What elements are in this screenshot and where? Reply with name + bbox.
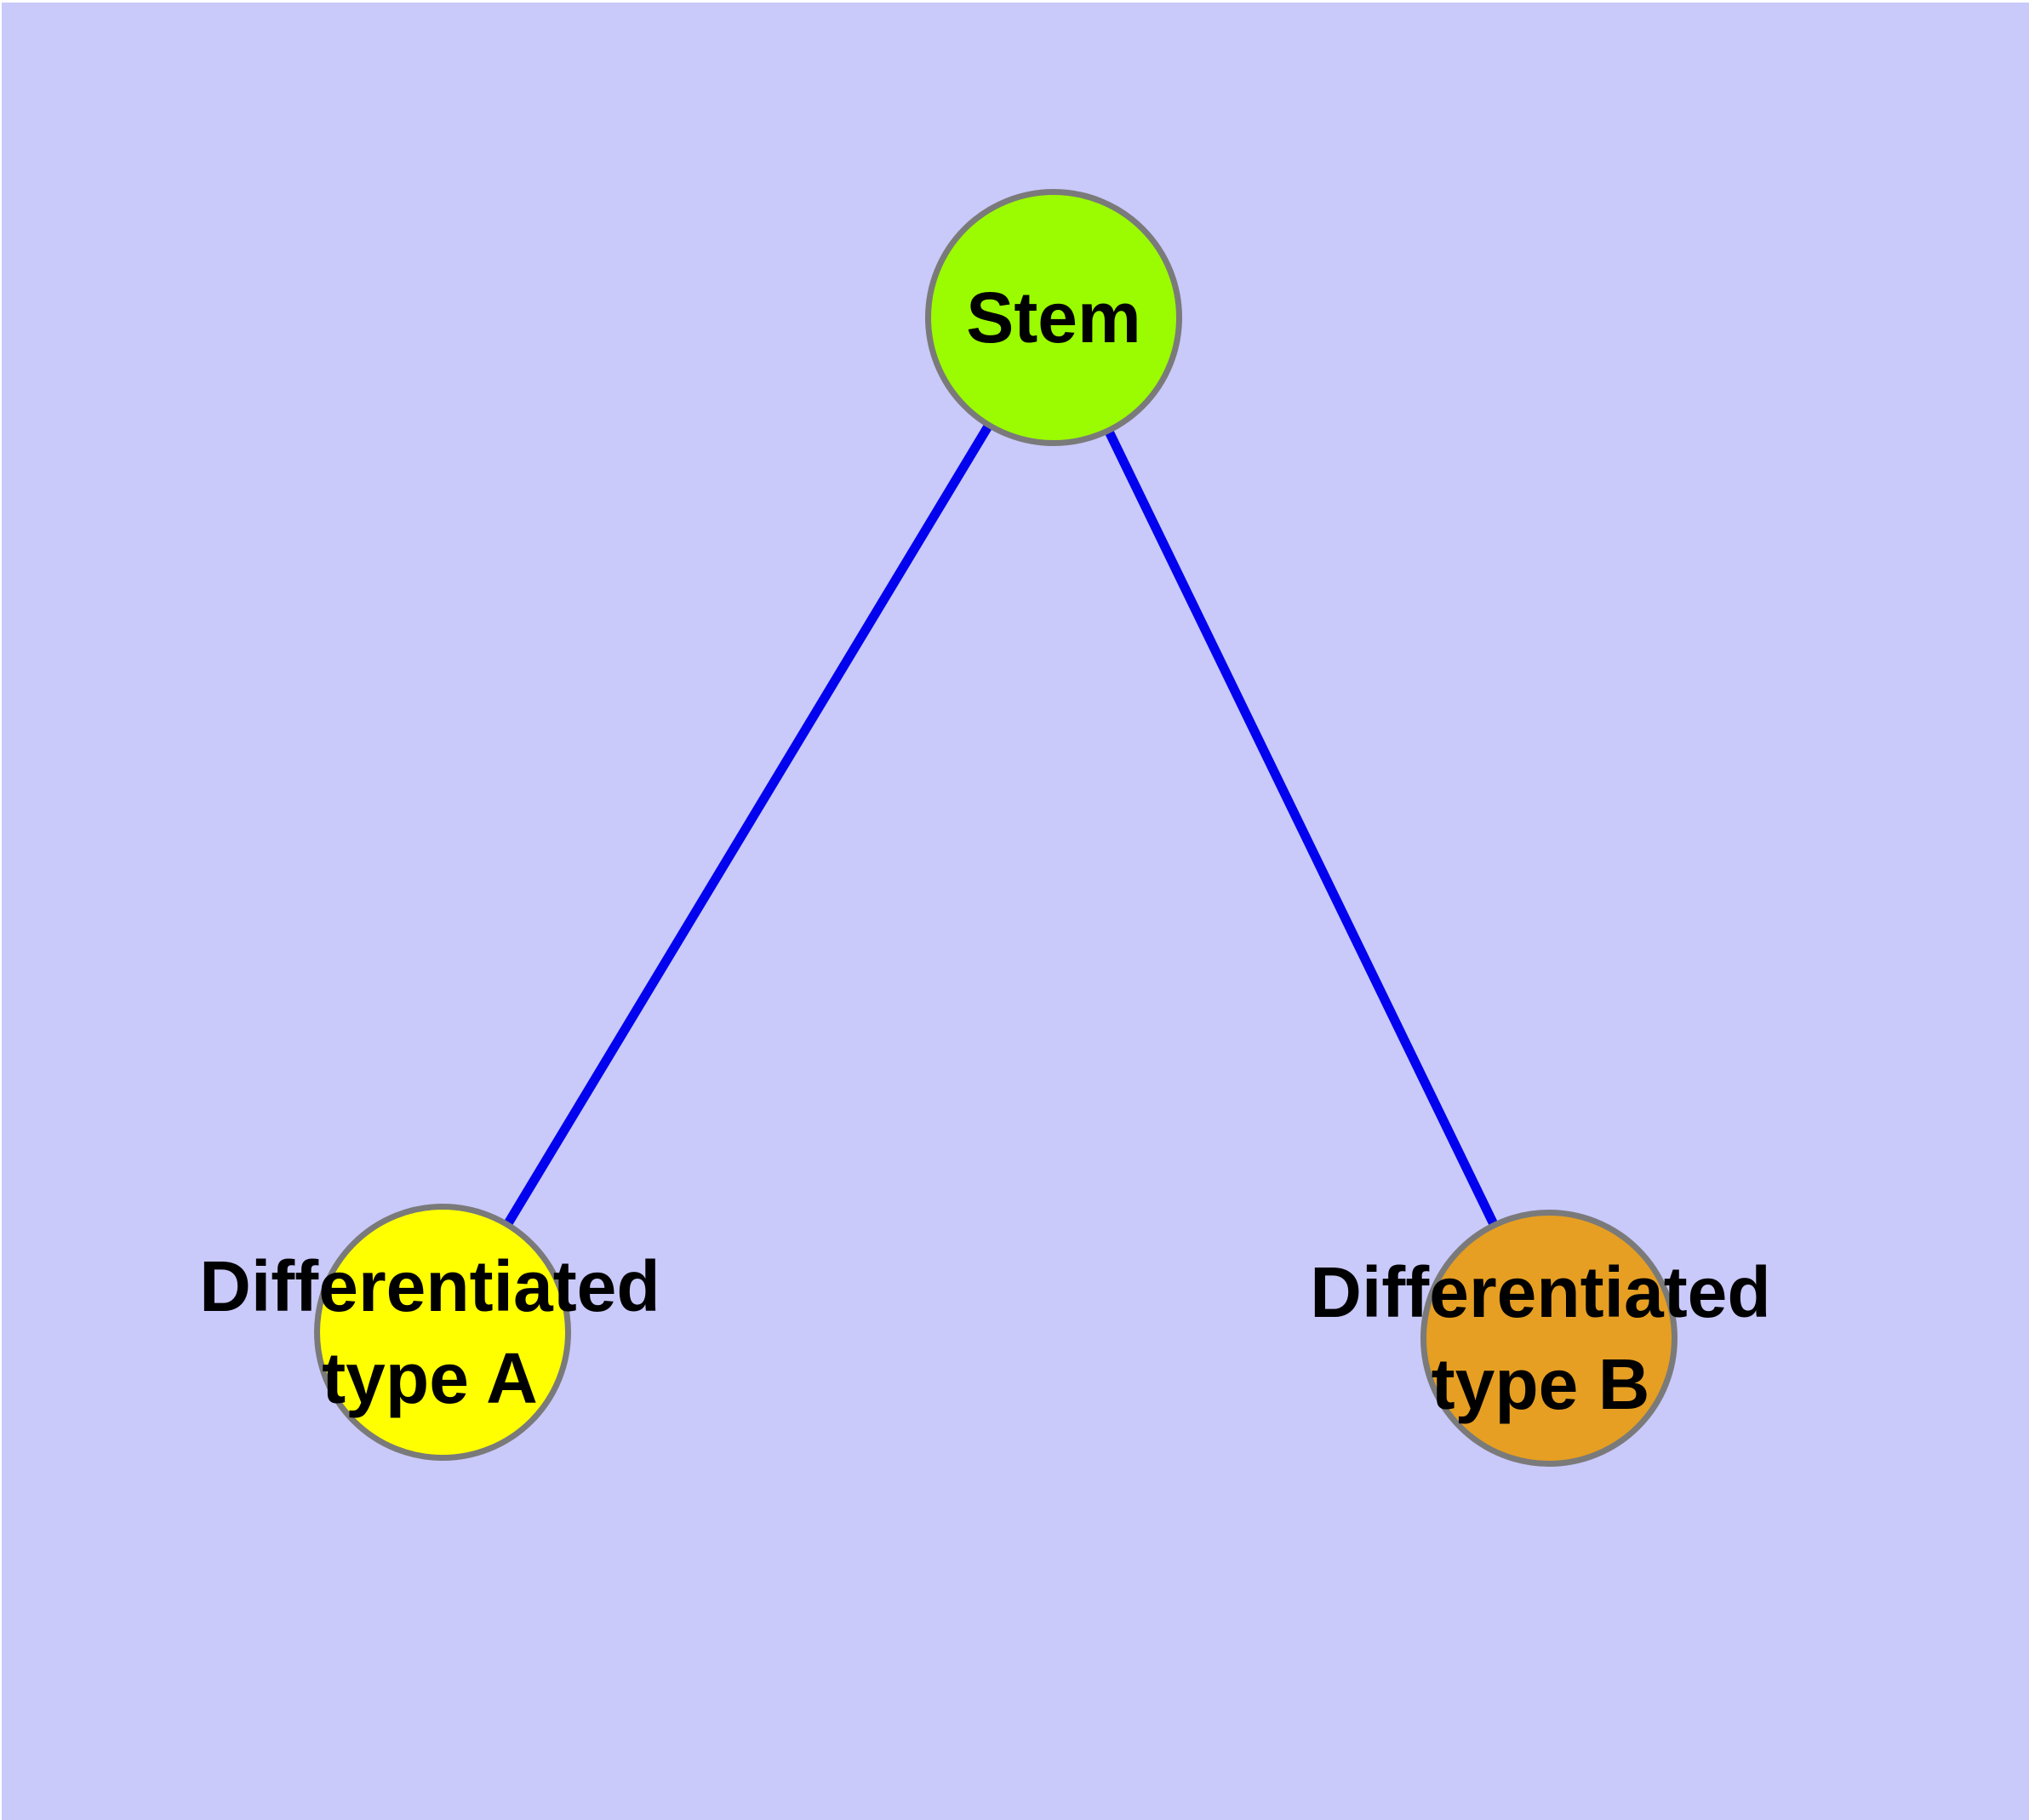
node-diff-b xyxy=(1420,1210,1677,1467)
edge-stem-diff-b xyxy=(1049,315,1553,1341)
edge-stem-diff-a xyxy=(438,315,1058,1335)
node-label-diff-a: Differentiated type A xyxy=(199,1246,660,1418)
node-label-diff-b: Differentiated type B xyxy=(1310,1252,1771,1424)
node-diff-a xyxy=(314,1204,571,1461)
node-label-stem: Stem xyxy=(966,278,1141,358)
node-stem xyxy=(925,189,1182,446)
